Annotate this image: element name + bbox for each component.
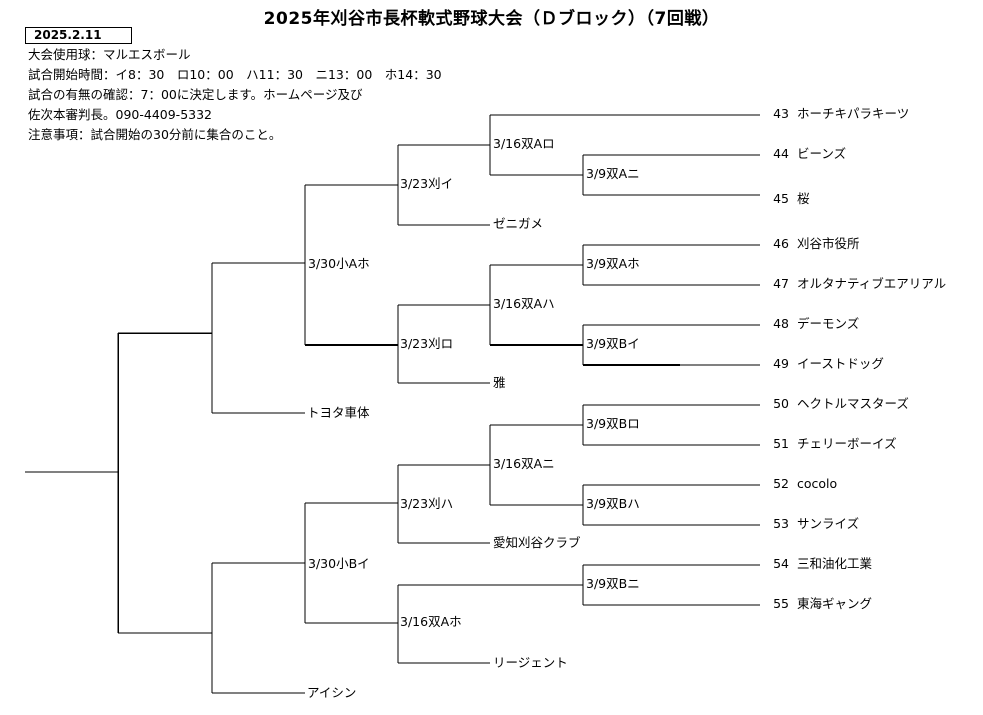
team-entry: 49 イーストドッグ <box>769 356 884 372</box>
team-number: 44 <box>773 146 789 161</box>
team-name: 三和油化工業 <box>797 556 873 571</box>
match-label: 3/9双Aニ <box>586 166 640 181</box>
seeded-team: トヨタ車体 <box>307 405 370 420</box>
team-name: ヘクトルマスターズ <box>797 396 909 411</box>
info-line-notice: 注意事項：試合開始の30分前に集合のこと。 <box>28 127 282 142</box>
team-name: 刈谷市役所 <box>797 236 860 251</box>
team-name: cocolo <box>797 476 838 491</box>
team-number: 46 <box>773 236 789 251</box>
team-number: 50 <box>773 396 789 411</box>
match-label: 3/23刈イ <box>400 176 454 191</box>
match-label: 3/30小Bイ <box>308 556 370 571</box>
team-name: ホーチキパラキーツ <box>797 106 910 121</box>
match-label: 3/9双Bイ <box>586 336 640 351</box>
seeded-team: ゼニガメ <box>493 216 544 231</box>
team-entry: 46 刈谷市役所 <box>769 236 860 252</box>
match-label: 3/16双Aニ <box>493 456 555 471</box>
team-entry: 47 オルタナティブエアリアル <box>769 276 946 292</box>
team-number: 48 <box>773 316 789 331</box>
team-entry: 50 ヘクトルマスターズ <box>769 396 909 412</box>
team-number: 52 <box>773 476 789 491</box>
team-name: オルタナティブエアリアル <box>797 276 947 291</box>
team-name: 桜 <box>797 191 810 206</box>
info-line-confirm: 試合の有無の確認：7：00に決定します。ホームページ及び <box>28 87 363 102</box>
team-entry: 44 ビーンズ <box>769 146 846 162</box>
team-number: 45 <box>773 191 789 206</box>
team-name: 東海ギャング <box>797 596 873 611</box>
team-number: 49 <box>773 356 789 371</box>
team-entry: 45 桜 <box>769 191 810 207</box>
page-title: 2025年刈谷市長杯軟式野球大会（Ｄブロック）（7回戦） <box>263 9 720 29</box>
seeded-team: リージェント <box>493 655 568 670</box>
team-entry: 43 ホーチキパラキーツ <box>769 106 909 122</box>
team-name: チェリーボーイズ <box>797 436 897 451</box>
team-name: ビーンズ <box>797 146 847 161</box>
team-number: 54 <box>773 556 789 571</box>
match-label: 3/9双Aホ <box>586 256 640 271</box>
match-label: 3/16双Aホ <box>400 614 462 629</box>
team-entry: 53 サンライズ <box>769 516 859 532</box>
date-box: 2025.2.11 <box>25 27 132 44</box>
seeded-team: アイシン <box>307 685 357 700</box>
match-label: 3/16双Aハ <box>493 296 555 311</box>
team-entry: 54 三和油化工業 <box>769 556 872 572</box>
team-entry: 48 デーモンズ <box>769 316 859 332</box>
seeded-team: 雅 <box>493 375 506 390</box>
team-entry: 55 東海ギャング <box>769 596 872 612</box>
team-number: 43 <box>773 106 789 121</box>
team-name: サンライズ <box>797 516 860 531</box>
team-name: イーストドッグ <box>797 356 884 371</box>
match-label: 3/9双Bニ <box>586 576 640 591</box>
team-entry: 52 cocolo <box>769 476 837 492</box>
seeded-team: 愛知刈谷クラブ <box>493 535 581 550</box>
team-number: 53 <box>773 516 789 531</box>
info-line-ball: 大会使用球：マルエスボール <box>28 47 191 62</box>
match-label: 3/16双Aロ <box>493 136 555 151</box>
team-number: 51 <box>773 436 789 451</box>
match-label: 3/9双Bロ <box>586 416 640 431</box>
match-label: 3/9双Bハ <box>586 496 640 511</box>
team-number: 55 <box>773 596 789 611</box>
team-name: デーモンズ <box>797 316 860 331</box>
team-number: 47 <box>773 276 789 291</box>
team-entry: 51 チェリーボーイズ <box>769 436 897 452</box>
match-label: 3/23刈ロ <box>400 336 454 351</box>
match-label: 3/23刈ハ <box>400 496 454 511</box>
info-line-times: 試合開始時間：イ8：30 ロ10：00 ハ11：30 ニ13：00 ホ14：30 <box>28 67 442 82</box>
match-label: 3/30小Aホ <box>308 256 370 271</box>
info-line-referee: 佐次本審判長。090-4409-5332 <box>28 107 213 122</box>
